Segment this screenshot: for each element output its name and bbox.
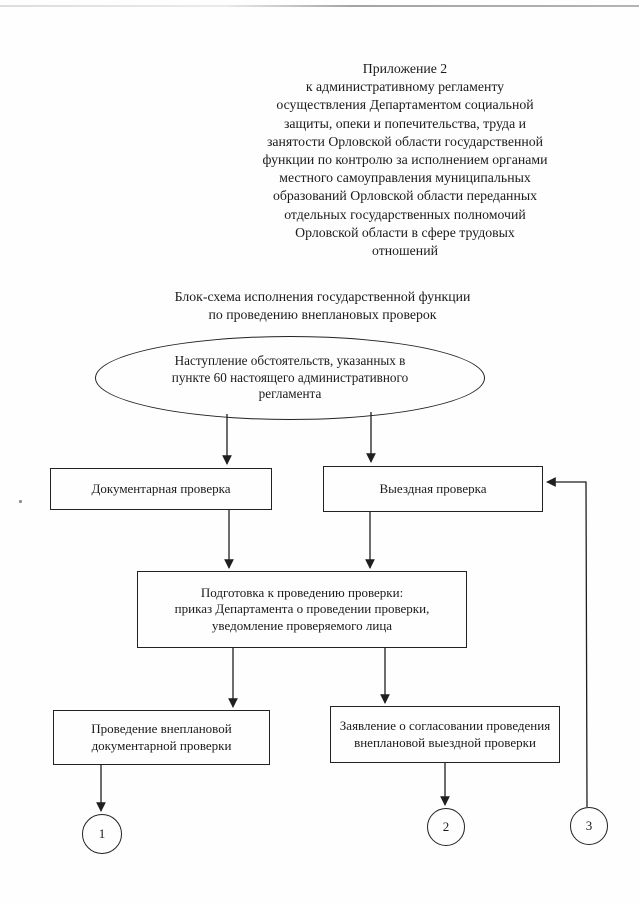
start-node-line: Наступление обстоятельств, указанных в [174,352,406,368]
flowchart-title-line: по проведению внеплановых проверок [208,306,437,322]
box-label: Выездная проверка [379,480,487,496]
header-line: защиты, опеки и попечительства, труда и [283,115,527,131]
terminator-circle-1: 1 [82,814,122,854]
header-line: отношений [372,243,438,259]
header-line: местного самоуправления муниципальных [279,170,531,186]
box-label: Проведение внеплановой [91,721,232,736]
header-line: Орловской области в сфере трудовых [295,224,515,240]
box-onsite-check: Выездная проверка [323,466,543,512]
header-line: осуществления Департаментом социальной [276,97,534,113]
header-line: занятости Орловской области государствен… [266,133,544,149]
header-line: образований Орловской области переданных [272,188,537,204]
circle-number: 2 [442,819,450,834]
start-node-line: регламента [258,386,322,402]
terminator-circle-2: 2 [427,808,465,846]
box-label: Заявление о согласовании проведения [339,718,551,733]
circle-number: 3 [585,818,593,833]
box-label: Документарная проверка [91,480,231,496]
header-line: функции по контролю за исполнением орган… [262,152,548,168]
scan-artifact-top-streak [0,5,639,7]
terminator-circle-3: 3 [570,807,608,845]
flowchart-title: Блок-схема исполнения государственной фу… [60,288,585,323]
box-preparation-for-check: Подготовка к проведению проверки: приказ… [137,571,467,648]
box-documentary-check: Документарная проверка [50,468,272,510]
start-node-line: пункте 60 настоящего административного [171,369,409,385]
box-label: приказ Департамента о проведении проверк… [174,601,430,617]
box-conduct-unscheduled-documentary-check: Проведение внеплановой документарной про… [53,710,270,765]
start-node-circumstances: Наступление обстоятельств, указанных в п… [95,336,485,420]
box-label: уведомление проверяемого лица [211,617,393,633]
box-application-for-approval: Заявление о согласовании проведения внеп… [330,706,560,763]
header-line: Приложение 2 [362,61,448,76]
flowchart-title-line: Блок-схема исполнения государственной фу… [174,289,471,304]
header-line: отдельных государственных полномочий [284,206,526,222]
appendix-header: Приложение 2 к административному регламе… [220,60,590,260]
box-label: документарной проверки [91,737,232,753]
box-label: Подготовка к проведению проверки: [200,584,404,600]
header-line: к административному регламенту [305,79,505,95]
circle-number: 1 [98,826,106,841]
scan-artifact-dot [19,500,22,503]
box-label: внеплановой выездной проверки [354,734,536,750]
